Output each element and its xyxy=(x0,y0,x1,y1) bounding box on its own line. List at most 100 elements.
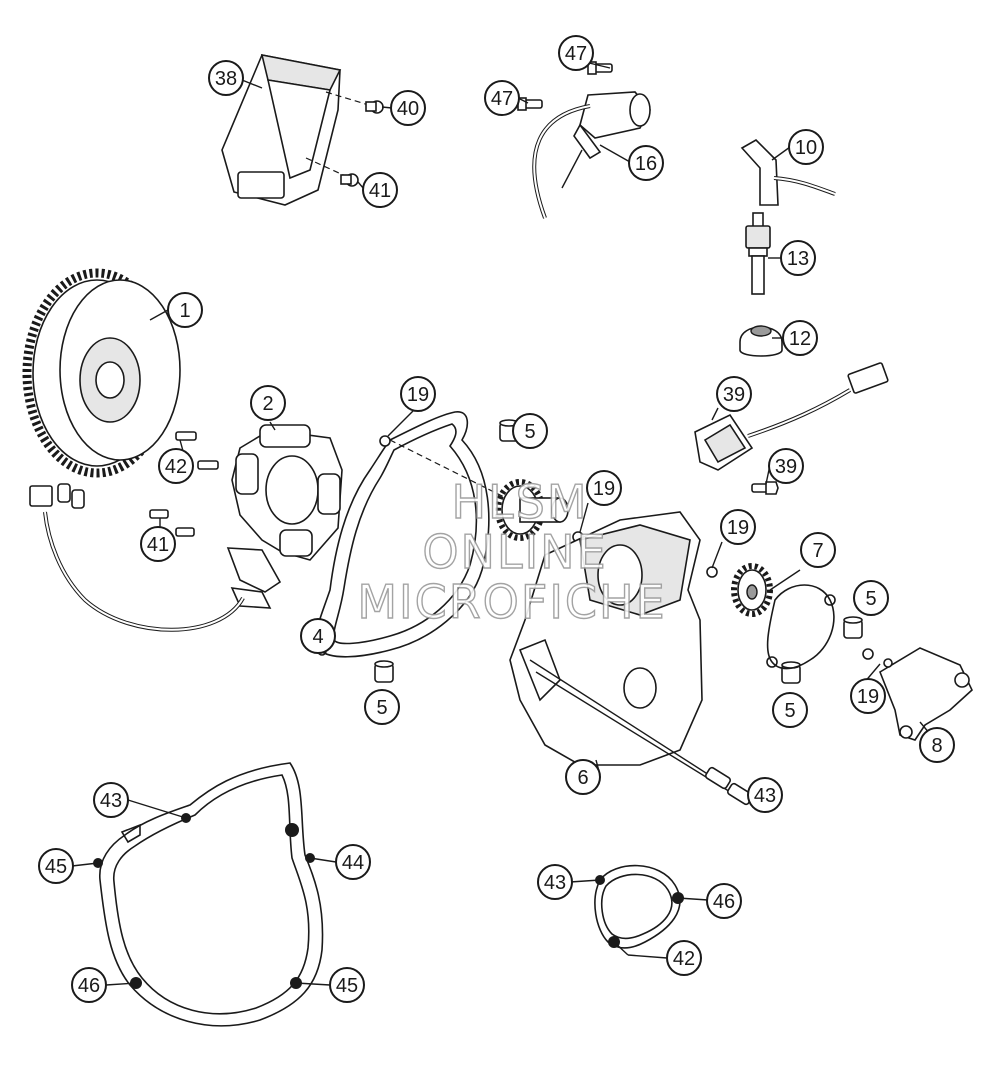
callout-8: 8 xyxy=(919,727,955,763)
callout-label: 7 xyxy=(812,540,823,562)
callout-39-upper: 40 xyxy=(390,90,426,126)
callout-label: 45 xyxy=(45,856,67,878)
callout-label: 13 xyxy=(787,248,809,270)
callout-label: 42 xyxy=(673,948,695,970)
callout-6: 6 xyxy=(565,759,601,795)
spark-plug-cap xyxy=(740,139,836,206)
callout-4: 4 xyxy=(300,618,336,654)
o-ring-19-gasket xyxy=(379,435,391,447)
callout-label: 42 xyxy=(165,456,187,478)
callout-label: 5 xyxy=(376,697,387,719)
callout-label: 44 xyxy=(342,852,364,874)
spark-plug-grommet xyxy=(739,325,783,357)
callout-label: 38 xyxy=(215,68,237,90)
callout-19-gear: 19 xyxy=(586,470,622,506)
cover-gasket-small xyxy=(766,584,836,670)
callout-label: 47 xyxy=(491,88,513,110)
callout-label: 47 xyxy=(565,43,587,65)
bolts-40-stator xyxy=(149,509,195,537)
callout-41-stator: 42 xyxy=(158,448,194,484)
callout-label: 43 xyxy=(100,790,122,812)
bolt-39-upper xyxy=(365,100,384,114)
callout-42: 42 xyxy=(666,940,702,976)
callout-label: 5 xyxy=(524,421,535,443)
alignment-line-upper xyxy=(389,439,521,506)
callout-label: 19 xyxy=(727,517,749,539)
callout-45-upper: 45 xyxy=(38,848,74,884)
callout-16: 16 xyxy=(628,145,664,181)
starter-gear xyxy=(495,479,569,541)
o-ring-19-cover xyxy=(706,566,718,578)
callout-label: 46 xyxy=(78,975,100,997)
callout-label: 4 xyxy=(312,626,323,648)
dowel-pin-right-upper xyxy=(843,616,863,639)
bolt-39-lower xyxy=(340,173,359,187)
watermark-line-2: ONLINE xyxy=(422,525,607,579)
callout-5-lower-left: 5 xyxy=(364,689,400,725)
stator xyxy=(29,424,343,632)
bolts-41-stator xyxy=(175,431,219,470)
callout-10: 10 xyxy=(788,129,824,165)
callout-label: 8 xyxy=(931,735,942,757)
o-ring-19-small xyxy=(862,648,893,668)
callout-label: 43 xyxy=(754,785,776,807)
callout-5-right-lower: 5 xyxy=(772,692,808,728)
callout-44: 45 xyxy=(329,967,365,1003)
callout-2: 2 xyxy=(250,385,286,421)
callout-label: 5 xyxy=(865,588,876,610)
callout-13: 13 xyxy=(780,240,816,276)
callout-label: 43 xyxy=(544,872,566,894)
ignition-coil xyxy=(532,91,651,219)
callout-label: 16 xyxy=(635,153,657,175)
callout-45-lower: 46 xyxy=(71,967,107,1003)
large-cover-gasket xyxy=(93,762,324,1027)
small-cover-gasket-bottom xyxy=(594,864,684,949)
callout-47-upper: 47 xyxy=(558,35,594,71)
watermark-line-1: HLSM xyxy=(451,475,588,529)
callout-label: 41 xyxy=(369,180,391,202)
ignition-cover xyxy=(509,511,754,806)
callout-41-cover: 43 xyxy=(747,777,783,813)
callout-1: 1 xyxy=(167,292,203,328)
callout-12: 12 xyxy=(782,320,818,356)
callout-19-gasket: 19 xyxy=(400,376,436,412)
callout-label: 6 xyxy=(577,767,588,789)
bolt-47-lower xyxy=(517,97,543,111)
bolt-47-upper xyxy=(587,61,613,75)
callout-label: 39 xyxy=(775,456,797,478)
callout-5-right-upper: 5 xyxy=(853,580,889,616)
callout-7: 7 xyxy=(800,532,836,568)
callout-label: 19 xyxy=(407,384,429,406)
callout-label: 1 xyxy=(179,300,190,322)
callout-43-small: 43 xyxy=(537,864,573,900)
callout-label: 41 xyxy=(147,534,169,556)
callout-19-cover: 19 xyxy=(720,509,756,545)
callout-label: 5 xyxy=(784,700,795,722)
callout-38: 39 xyxy=(768,448,804,484)
callout-label: 19 xyxy=(857,686,879,708)
callout-5-upper: 5 xyxy=(512,413,548,449)
callout-33: 39 xyxy=(716,376,752,412)
voltage-regulator xyxy=(694,362,889,471)
callout-43-right: 44 xyxy=(335,844,371,880)
callout-label: 19 xyxy=(593,478,615,500)
callout-19-small: 19 xyxy=(850,678,886,714)
callout-label: 46 xyxy=(713,891,735,913)
callout-46: 46 xyxy=(706,883,742,919)
callout-label: 45 xyxy=(336,975,358,997)
callout-31: 38 xyxy=(208,60,244,96)
flywheel-rotor xyxy=(22,268,181,478)
watermark-line-3: MICROFICHE xyxy=(357,575,666,629)
callout-label: 10 xyxy=(795,137,817,159)
callout-label: 2 xyxy=(262,393,273,415)
dowel-pin-right-lower xyxy=(781,661,801,684)
callout-40: 41 xyxy=(140,526,176,562)
watermark: HLSM ONLINE MICROFICHE xyxy=(357,474,666,629)
callout-39-lower: 41 xyxy=(362,172,398,208)
callout-label: 12 xyxy=(789,328,811,350)
callout-47-lower: 47 xyxy=(484,80,520,116)
callout-label: 40 xyxy=(397,98,419,120)
callout-43-large: 43 xyxy=(93,782,129,818)
bolt-38 xyxy=(751,481,779,495)
